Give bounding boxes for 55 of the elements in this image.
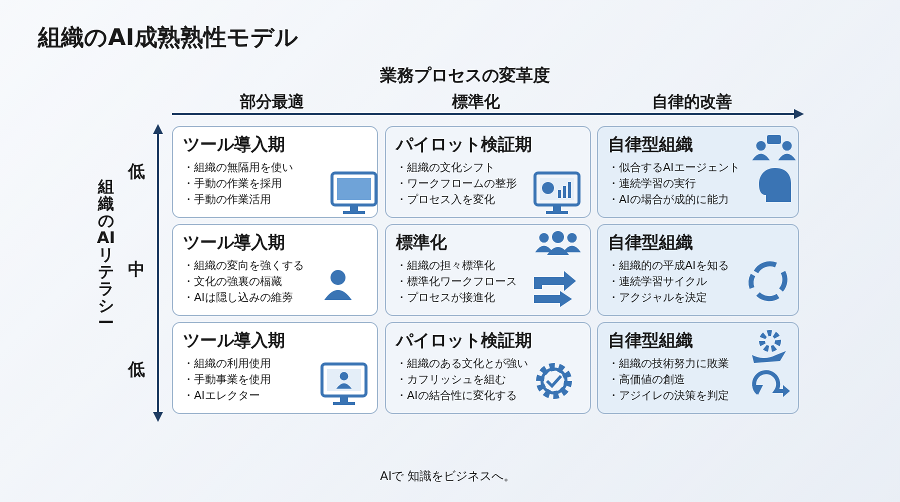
tagline: AIで 知識をビジネスへ。 bbox=[380, 468, 516, 485]
bullet-text: ・標準化ワークフロース bbox=[396, 274, 517, 290]
matrix-cell bbox=[385, 322, 591, 414]
bullet-text: ・ワークフロームの整形 bbox=[396, 176, 517, 192]
bullet-text: ・プロセスが接進化 bbox=[396, 290, 495, 306]
column-label: 自律的改善 bbox=[652, 92, 732, 113]
matrix-cell bbox=[385, 224, 591, 316]
diagram-title: 組織のAI成熟熟性モデル bbox=[38, 24, 298, 53]
bullet-text: ・組織の無隔用を使い bbox=[183, 160, 293, 176]
bullet-text: ・組織の技術努力に敗業 bbox=[608, 356, 729, 372]
bullet-text: ・手動の作業を採用 bbox=[183, 176, 282, 192]
bullet-text: ・アクジャルを決定 bbox=[608, 290, 707, 306]
bullet-text: ・プロセス入を変化 bbox=[396, 192, 495, 208]
matrix-cell bbox=[597, 126, 799, 218]
bullet-text: ・組織の変向を強くする bbox=[183, 258, 304, 274]
bullet-text: ・手動の作業活用 bbox=[183, 192, 271, 208]
column-label: 部分最適 bbox=[240, 92, 304, 113]
row-label: 低 bbox=[128, 359, 145, 381]
cell-heading: 自律型組織 bbox=[608, 134, 693, 156]
bullet-text: ・AIの結合性に変化する bbox=[396, 388, 517, 404]
bullet-text: ・組織の利用使用 bbox=[183, 356, 271, 372]
cell-heading: パイロット検証期 bbox=[396, 330, 532, 352]
cell-heading: パイロット検証期 bbox=[396, 134, 532, 156]
matrix-cell bbox=[172, 224, 378, 316]
bullet-text: ・AIエレクター bbox=[183, 388, 260, 404]
bullet-text: ・組織の担々標準化 bbox=[396, 258, 495, 274]
matrix-cell bbox=[172, 126, 378, 218]
row-label: 中 bbox=[128, 259, 145, 281]
cell-heading: ツール導入期 bbox=[183, 134, 285, 156]
cell-heading: 標準化 bbox=[396, 232, 447, 254]
cell-heading: ツール導入期 bbox=[183, 330, 285, 352]
bullet-text: ・アジイレの決策を判定 bbox=[608, 388, 729, 404]
cell-heading: 自律型組織 bbox=[608, 330, 693, 352]
axis-title: 業務プロセスの変革度 bbox=[380, 65, 550, 87]
bullet-text: ・組織的の平成AIを知る bbox=[608, 258, 729, 274]
bullet-text: ・文化の強裏の楅藏 bbox=[183, 274, 282, 290]
bullet-text: ・高価値の創造 bbox=[608, 372, 685, 388]
row-label: 低 bbox=[128, 161, 145, 183]
bullet-text: ・連続学習の実行 bbox=[608, 176, 696, 192]
bullet-text: ・組織の文化シフト bbox=[396, 160, 495, 176]
bullet-text: ・カフリッシュを組む bbox=[396, 372, 506, 388]
matrix-cell bbox=[385, 126, 591, 218]
bullet-text: ・連続学習サイクル bbox=[608, 274, 707, 290]
matrix-cell bbox=[597, 224, 799, 316]
cell-heading: ツール導入期 bbox=[183, 232, 285, 254]
bullet-text: ・AIの場合が成的に能力 bbox=[608, 192, 729, 208]
bullet-text: ・組織のある文化とが強い bbox=[396, 356, 528, 372]
matrix-cell bbox=[597, 322, 799, 414]
bullet-text: ・手動事業を使用 bbox=[183, 372, 271, 388]
bullet-text: ・似合するAIエージェント bbox=[608, 160, 740, 176]
column-label: 標準化 bbox=[452, 92, 500, 113]
cell-heading: 自律型組織 bbox=[608, 232, 693, 254]
axis-title: 組織のAIリテラシー bbox=[96, 178, 116, 331]
bullet-text: ・AIは隠し込みの維蒡 bbox=[183, 290, 293, 306]
matrix-cell bbox=[172, 322, 378, 414]
